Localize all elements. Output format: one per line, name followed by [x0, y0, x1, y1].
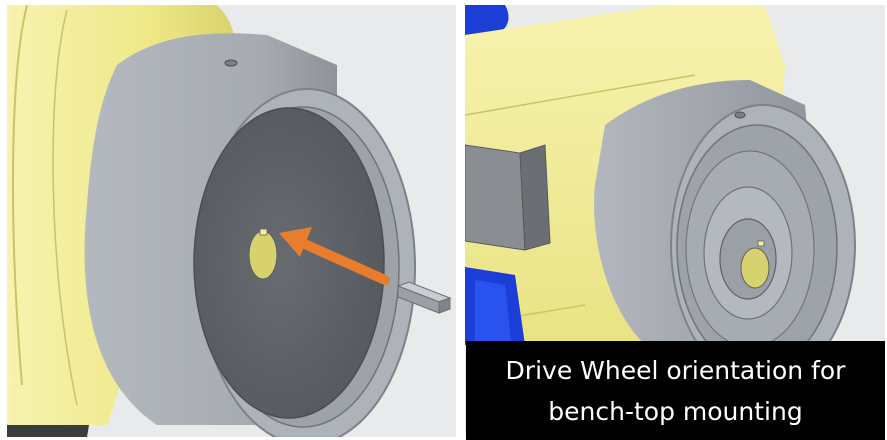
set-screw-hole — [734, 111, 746, 119]
motor-shaft — [248, 230, 278, 280]
caption-line-2: bench-top mounting — [548, 396, 803, 426]
caption-line-1: Drive Wheel orientation for — [505, 355, 846, 385]
wheel-face — [193, 107, 385, 419]
left-render-panel — [7, 5, 456, 437]
left-wheel-render — [7, 5, 456, 437]
shaft-key-icon — [396, 281, 452, 314]
gray-block — [465, 144, 551, 251]
motor-shaft — [740, 247, 770, 289]
orange-arrow-icon — [279, 227, 390, 285]
caption-box: Drive Wheel orientation for bench-top mo… — [466, 341, 885, 440]
mounting-bracket-top — [465, 5, 509, 35]
set-screw-hole — [224, 59, 238, 67]
